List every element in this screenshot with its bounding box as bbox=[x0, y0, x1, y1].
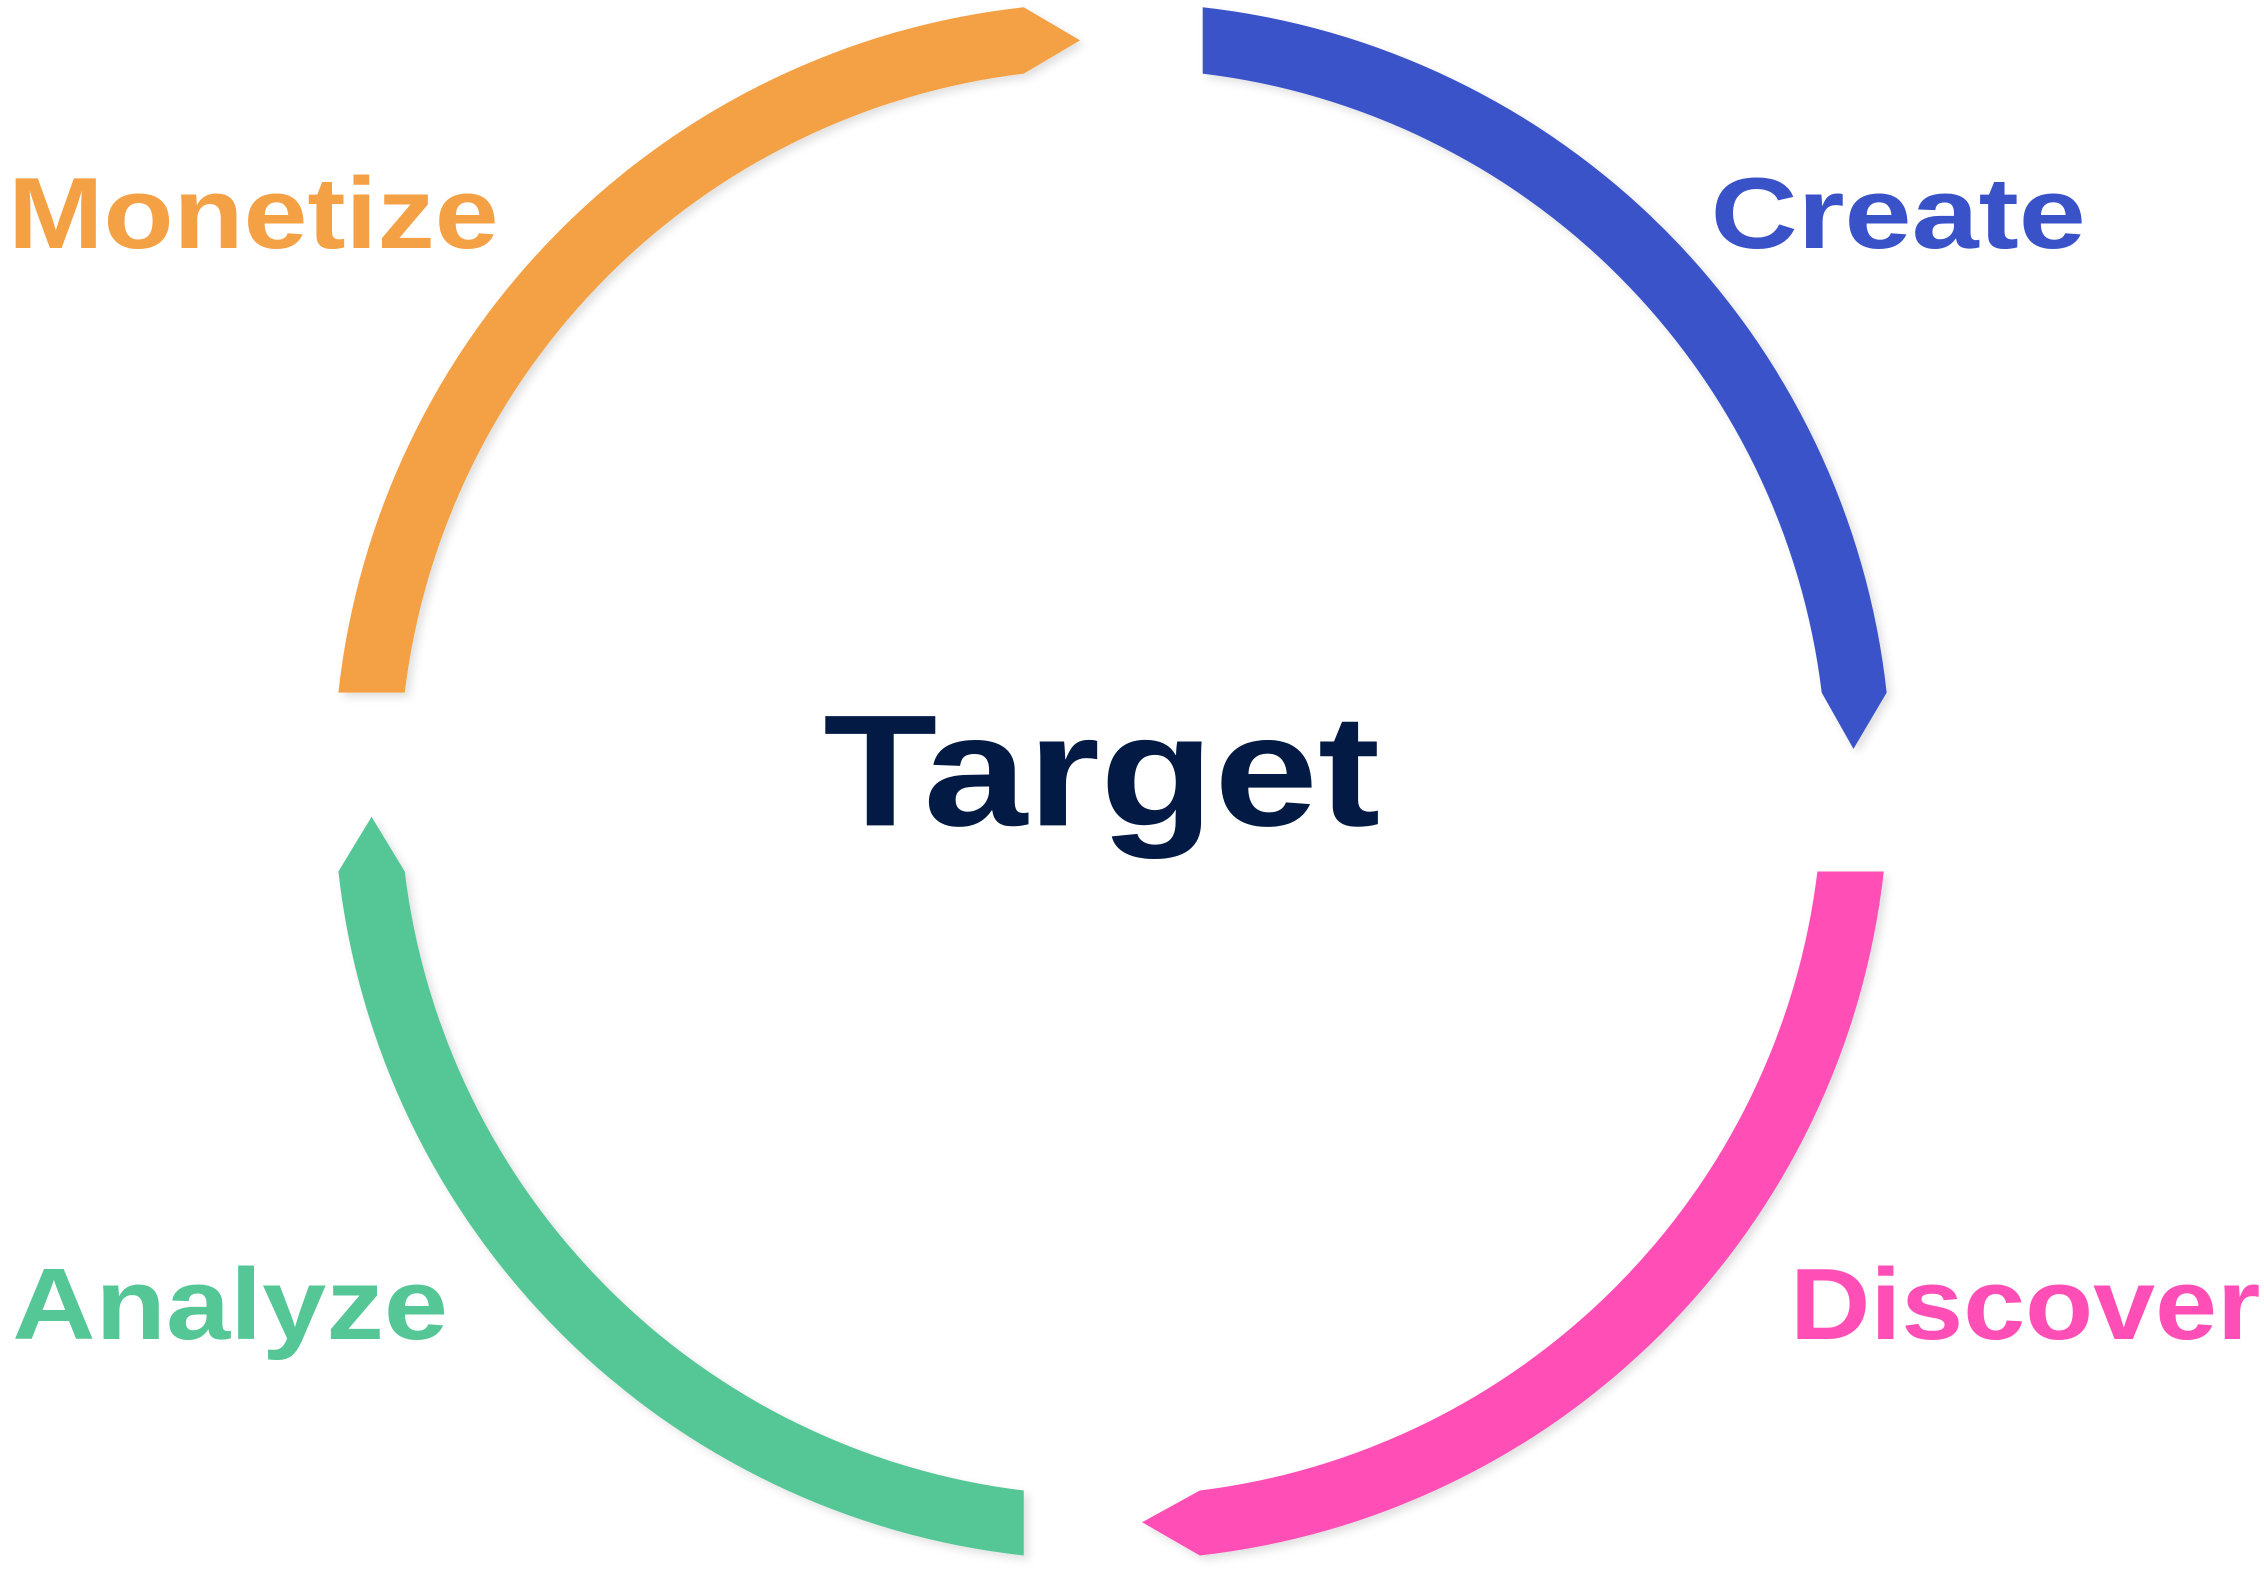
label-monetize: Monetize bbox=[8, 158, 499, 270]
arc-create bbox=[1202, 7, 1887, 749]
center-label-target: Target bbox=[823, 681, 1380, 859]
arc-analyze bbox=[338, 816, 1024, 1556]
label-discover: Discover bbox=[1790, 1249, 2260, 1361]
arc-discover bbox=[1142, 871, 1884, 1556]
arc-monetize bbox=[338, 7, 1081, 693]
label-analyze: Analyze bbox=[12, 1249, 448, 1361]
label-create: Create bbox=[1711, 158, 2086, 270]
